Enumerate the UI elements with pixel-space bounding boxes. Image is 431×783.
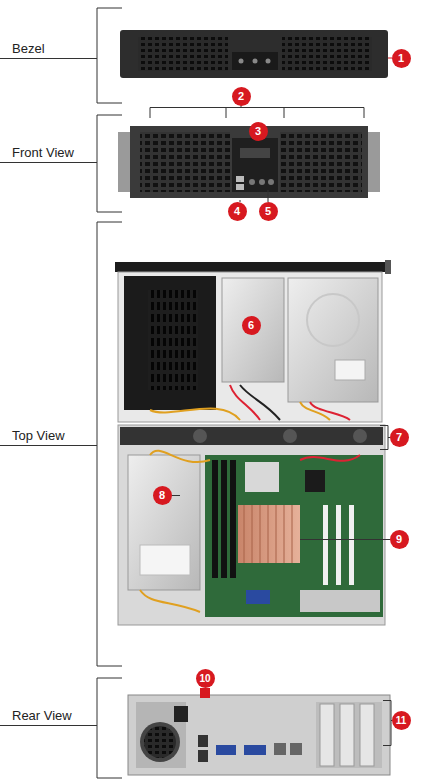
section-label: Front View xyxy=(12,145,74,160)
section-label: Bezel xyxy=(12,41,45,56)
callout-number: 1 xyxy=(392,49,411,68)
callout-text: 10 xyxy=(196,669,215,688)
callout-text: 4 xyxy=(228,202,247,221)
callout-text: 9 xyxy=(390,530,409,549)
callout-number: 3 xyxy=(249,122,268,141)
callout-text: 3 xyxy=(249,122,268,141)
callout-number: 5 xyxy=(259,202,278,221)
section-label: Rear View xyxy=(12,708,72,723)
callout-text: 1 xyxy=(392,49,411,68)
callout-number: 2 xyxy=(232,87,251,106)
callout-number: 6 xyxy=(242,316,261,335)
callout-number: 9 xyxy=(390,530,409,549)
callout-number: 8 xyxy=(153,486,172,505)
callout-text: 5 xyxy=(259,202,278,221)
callout-text: 7 xyxy=(390,428,409,447)
callout-number: 7 xyxy=(390,428,409,447)
callout-number: 11 xyxy=(392,711,411,730)
callout-text: 8 xyxy=(153,486,172,505)
callout-text: 11 xyxy=(392,711,411,730)
callout-number: 4 xyxy=(228,202,247,221)
callout-text: 2 xyxy=(232,87,251,106)
callout-number: 10 xyxy=(196,669,215,688)
section-label: Top View xyxy=(12,428,65,443)
callout-text: 6 xyxy=(242,316,261,335)
